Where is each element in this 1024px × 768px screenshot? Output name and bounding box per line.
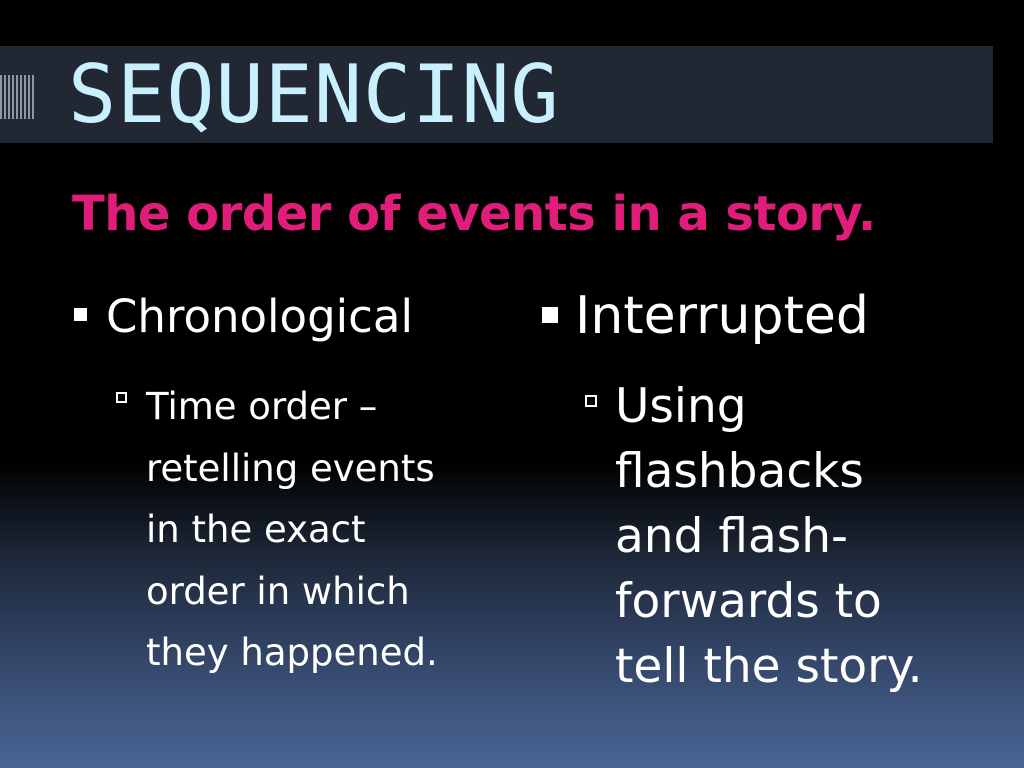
hollow-square-bullet-icon <box>585 395 597 407</box>
striped-bar-icon <box>0 75 36 119</box>
bullet-interrupted: Interrupted <box>542 282 982 350</box>
bullet-heading-interrupted: Interrupted <box>575 286 869 346</box>
right-column: Interrupted Using flashbacks and flash- … <box>542 282 982 699</box>
sub-bullet-text-interrupted: Using flashbacks and flash- forwards to … <box>615 379 923 694</box>
bullet-chronological: Chronological <box>74 286 494 348</box>
slide-title: SEQUENCING <box>68 48 560 141</box>
sub-bullet-interrupted: Using flashbacks and flash- forwards to … <box>585 374 982 699</box>
left-column: Chronological Time order – retelling eve… <box>74 286 494 684</box>
sub-bullet-chronological: Time order – retelling events in the exa… <box>116 376 494 684</box>
title-band <box>0 46 993 143</box>
slide-subtitle: The order of events in a story. <box>72 186 876 242</box>
sub-bullet-text-chronological: Time order – retelling events in the exa… <box>146 385 438 674</box>
filled-square-bullet-icon <box>74 308 87 321</box>
filled-square-bullet-icon <box>542 307 558 323</box>
bullet-heading-chronological: Chronological <box>106 290 413 343</box>
hollow-square-bullet-icon <box>116 392 127 403</box>
